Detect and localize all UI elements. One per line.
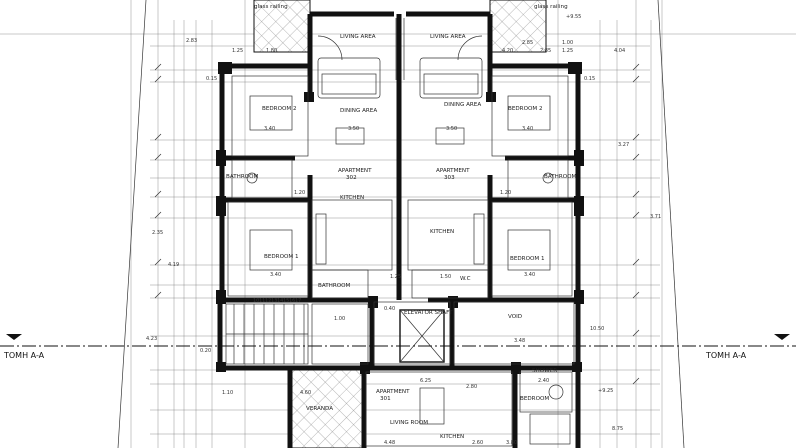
label-living-top-right: LIVING AREA — [430, 34, 466, 40]
svg-text:2.60: 2.60 — [472, 440, 483, 446]
svg-text:0.40: 0.40 — [384, 306, 395, 312]
label-bathroom-lower: BATHROOM — [318, 283, 351, 289]
stair-numbers: 10 11 12 13 14 15 16 17 — [253, 298, 301, 304]
section-label-right: TOMH A-A — [705, 351, 747, 360]
svg-text:2.40: 2.40 — [538, 378, 549, 384]
svg-text:3.40: 3.40 — [270, 272, 281, 278]
svg-text:4.20: 4.20 — [502, 48, 513, 54]
label-void: VOID — [508, 314, 522, 320]
svg-text:1.20: 1.20 — [500, 190, 511, 196]
svg-text:3.48: 3.48 — [514, 338, 525, 344]
label-veranda: VERANDA — [306, 406, 333, 412]
svg-text:0.15: 0.15 — [584, 76, 595, 82]
label-apartment-bottom-no: 301 — [380, 396, 391, 402]
svg-text:2.85: 2.85 — [540, 48, 551, 54]
label-bathroom-left: BATHROOM — [226, 174, 259, 180]
svg-text:4.04: 4.04 — [614, 48, 625, 54]
balcony-top-left — [253, 0, 311, 53]
dimension-labels: +9.55 2.83 1.25 1.80 4.04 0.15 0.15 3.40… — [146, 14, 661, 446]
svg-text:+9.55: +9.55 — [566, 14, 581, 20]
svg-text:1.50: 1.50 — [440, 274, 451, 280]
furniture — [246, 18, 571, 445]
label-apartment-right: APARTMENT — [436, 168, 470, 174]
svg-text:3.27: 3.27 — [618, 142, 629, 148]
label-bedroom2-left: BEDROOM 2 — [262, 106, 297, 112]
section-line: TOMH A-A TOMH A-A — [0, 334, 796, 360]
svg-text:10.50: 10.50 — [590, 326, 604, 332]
label-bedroom2-right: BEDROOM 2 — [508, 106, 543, 112]
label-glass-railing-right: glass railing — [534, 4, 568, 10]
svg-text:2.35: 2.35 — [152, 230, 163, 236]
svg-text:17: 17 — [295, 298, 301, 304]
svg-text:3.50: 3.50 — [348, 126, 359, 132]
label-glass-railing-left: glass railing — [254, 4, 288, 10]
svg-text:15: 15 — [283, 298, 289, 304]
svg-text:1.00: 1.00 — [334, 316, 345, 322]
label-living-top-left: LIVING AREA — [340, 34, 376, 40]
staircase — [225, 303, 369, 365]
svg-text:3.40: 3.40 — [522, 126, 533, 132]
svg-text:4.23: 4.23 — [146, 336, 157, 342]
svg-text:8.75: 8.75 — [612, 426, 623, 432]
svg-text:13: 13 — [271, 298, 277, 304]
svg-text:3.50: 3.50 — [446, 126, 457, 132]
svg-text:1.00: 1.00 — [562, 40, 573, 46]
svg-text:11: 11 — [259, 298, 265, 304]
svg-text:4.48: 4.48 — [384, 440, 395, 446]
svg-text:0.20: 0.20 — [200, 348, 211, 354]
svg-text:3.40: 3.40 — [524, 272, 535, 278]
label-bedroom-bottom: BEDROOM — [520, 396, 549, 402]
svg-text:10: 10 — [253, 298, 259, 304]
label-bathroom-right: BATHROOM — [544, 174, 577, 180]
elevator-shaft-shape — [399, 309, 445, 363]
svg-text:6.25: 6.25 — [420, 378, 431, 384]
svg-text:14: 14 — [277, 298, 283, 304]
label-dining-left: DINING AREA — [340, 108, 377, 114]
label-kitchen-right: KITCHEN — [430, 229, 454, 235]
label-shower: SHOWER — [532, 368, 557, 374]
label-bedroom1-right: BEDROOM 1 — [510, 256, 545, 262]
walls — [216, 11, 584, 448]
balcony-bottom-left — [289, 369, 363, 448]
svg-text:2.80: 2.80 — [466, 384, 477, 390]
svg-text:2.85: 2.85 — [522, 40, 533, 46]
label-bedroom1-left: BEDROOM 1 — [264, 254, 299, 260]
svg-text:1.20: 1.20 — [294, 190, 305, 196]
svg-text:1.80: 1.80 — [266, 48, 277, 54]
partitions — [227, 75, 575, 447]
balcony-top-right — [489, 0, 547, 53]
svg-text:4.19: 4.19 — [168, 262, 179, 268]
svg-text:16: 16 — [289, 298, 295, 304]
label-dining-right: DINING AREA — [444, 102, 481, 108]
label-kitchen-bottom: KITCHEN — [440, 434, 464, 440]
label-wc: W.C — [460, 276, 471, 282]
svg-text:1.25: 1.25 — [390, 274, 401, 280]
label-apartment-left-no: 302 — [346, 175, 357, 181]
svg-text:+9.25: +9.25 — [598, 388, 613, 394]
label-kitchen-left: KITCHEN — [340, 195, 364, 201]
section-label-left: TOMH A-A — [3, 351, 45, 360]
svg-text:3.71: 3.71 — [650, 214, 661, 220]
svg-text:3.40: 3.40 — [264, 126, 275, 132]
svg-text:1.10: 1.10 — [222, 390, 233, 396]
label-apartment-left: APARTMENT — [338, 168, 372, 174]
svg-text:3.80: 3.80 — [506, 440, 517, 446]
svg-text:12: 12 — [265, 298, 271, 304]
svg-text:1.25: 1.25 — [562, 48, 573, 54]
svg-text:0.15: 0.15 — [206, 76, 217, 82]
label-apartment-bottom: APARTMENT — [376, 389, 410, 395]
label-elevator: ELEVATOR SHAFT — [404, 310, 453, 316]
room-labels: LIVING AREA LIVING AREA DINING AREA DINI… — [226, 4, 577, 440]
svg-text:4.60: 4.60 — [300, 390, 311, 396]
label-living-bottom: LIVING ROOM — [390, 420, 428, 426]
label-apartment-right-no: 303 — [444, 175, 455, 181]
svg-text:1.25: 1.25 — [232, 48, 243, 54]
svg-text:2.83: 2.83 — [186, 38, 197, 44]
